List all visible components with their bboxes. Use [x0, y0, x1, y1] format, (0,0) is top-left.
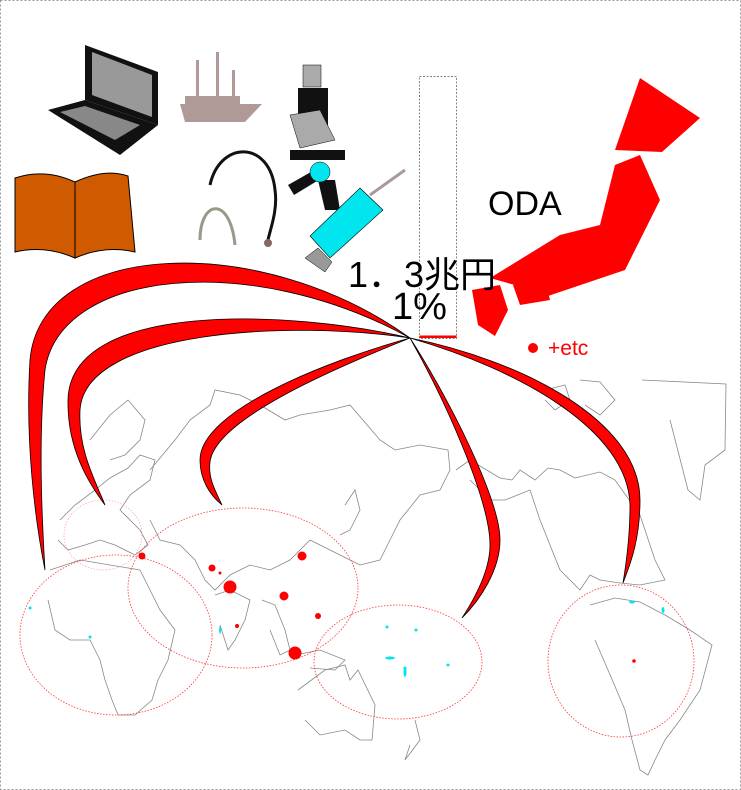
legend-etc: +etc: [548, 337, 589, 360]
marker: [297, 551, 307, 561]
book-icon: [14, 172, 136, 259]
region-europe: [63, 499, 143, 571]
arc-to-americas: [409, 337, 641, 584]
recipient-markers: [138, 551, 636, 663]
japan-map-icon: [472, 78, 700, 336]
arc-to-europe: [67, 318, 411, 506]
arc-to-africa: [28, 262, 411, 571]
map-australia: [297, 664, 376, 741]
budget-bar: [419, 76, 457, 339]
map-north-america: [455, 459, 666, 591]
microscope-icon: [288, 64, 345, 210]
map-africa: [47, 559, 176, 716]
map-southeast-asia: [261, 599, 291, 656]
laptop-icon: [48, 45, 158, 155]
marker: [138, 552, 146, 560]
marker: [315, 613, 321, 619]
flow-arcs: [28, 262, 641, 619]
arc-to-asia: [199, 337, 411, 506]
budget-amount: 1．3兆円: [348, 254, 497, 295]
region-asia: [127, 507, 359, 669]
ship-icon: [180, 52, 262, 122]
marker: [414, 628, 418, 632]
budget-bar-fill: [419, 335, 457, 338]
map-europe: [57, 454, 156, 556]
map-japan-outline: [339, 489, 361, 536]
marker: [629, 600, 635, 604]
marker: [279, 591, 289, 601]
marker: [208, 564, 216, 572]
arc-to-oceania: [409, 337, 501, 619]
stethoscope-icon: [198, 150, 278, 247]
marker: [403, 667, 407, 677]
budget-percent: 1%: [392, 286, 447, 328]
marker: [288, 646, 302, 660]
region-africa: [19, 554, 213, 716]
oda-label: ODA: [488, 185, 562, 223]
map-new-zealand: [404, 719, 421, 761]
marker: [446, 663, 450, 667]
marker: [28, 606, 32, 610]
marker: [385, 656, 395, 660]
marker: [219, 626, 221, 634]
world-map: [47, 379, 727, 776]
legend-dot-icon: [528, 343, 538, 353]
map-russia-asia: [149, 389, 451, 591]
map-scandinavia: [89, 399, 146, 461]
marker: [223, 580, 237, 594]
region-americas: [547, 584, 695, 738]
map-indonesia: [294, 649, 346, 671]
marker: [385, 625, 389, 629]
marker: [88, 635, 92, 639]
marker: [632, 659, 636, 663]
marker: [661, 607, 665, 613]
map-india: [214, 589, 251, 651]
marker: [218, 571, 222, 575]
region-circles: [19, 499, 695, 738]
map-greenland: [641, 379, 727, 501]
region-oceania: [313, 604, 483, 720]
syringe-icon: [304, 168, 406, 273]
marker: [235, 624, 239, 628]
map-south-america: [589, 597, 713, 776]
map-canadian-islands-2: [579, 379, 616, 416]
island-markers: [28, 600, 665, 677]
